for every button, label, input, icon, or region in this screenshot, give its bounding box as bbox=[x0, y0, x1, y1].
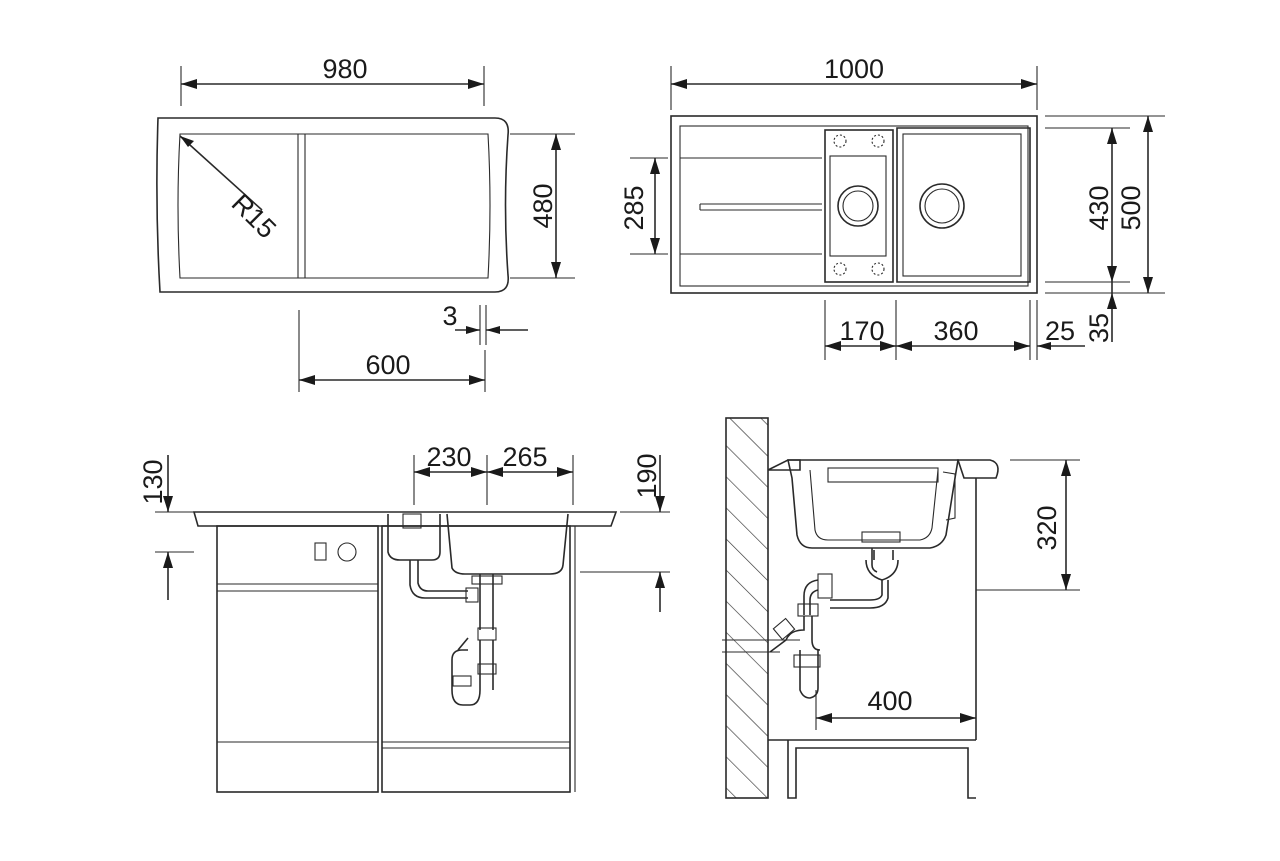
small-bowl-drain bbox=[837, 185, 879, 227]
depth-480-label: 480 bbox=[528, 183, 558, 228]
appliance-cabinet bbox=[216, 525, 379, 793]
bowl-width-360-label: 360 bbox=[933, 316, 978, 346]
bowl-depth-285-label: 285 bbox=[619, 185, 649, 230]
main-bowl-265-label: 265 bbox=[502, 442, 547, 472]
countertop bbox=[192, 511, 618, 527]
height-320-label: 320 bbox=[1032, 505, 1062, 550]
top-right-plan-view: 1000 285 430 500 35 170 bbox=[619, 54, 1165, 360]
top-left-plan-view: R15 980 480 3 600 bbox=[156, 54, 575, 392]
sink-side-section bbox=[787, 459, 959, 549]
side-elevation-view: 320 400 bbox=[722, 417, 1080, 799]
wall bbox=[725, 417, 769, 799]
radius-label: R15 bbox=[226, 188, 282, 244]
drainer-170-label: 170 bbox=[839, 316, 884, 346]
rear-edge-35-label: 35 bbox=[1084, 313, 1114, 343]
inner-outline bbox=[177, 133, 491, 279]
main-bowl-drain bbox=[919, 183, 965, 229]
small-bowl-section bbox=[387, 514, 441, 561]
inner-depth-430-label: 430 bbox=[1084, 185, 1114, 230]
depth-130-label: 130 bbox=[138, 459, 168, 504]
sink-outline bbox=[156, 117, 510, 293]
outer-depth-500-label: 500 bbox=[1116, 185, 1146, 230]
sink-frame bbox=[670, 115, 1038, 294]
wall-400-label: 400 bbox=[867, 686, 912, 716]
offset-3-label: 3 bbox=[442, 301, 457, 331]
edge-25-label: 25 bbox=[1045, 316, 1075, 346]
cutout-600-label: 600 bbox=[365, 350, 410, 380]
front-elevation-view: 230 265 130 190 bbox=[138, 442, 670, 793]
width-980-label: 980 bbox=[322, 54, 367, 84]
small-bowl-230-label: 230 bbox=[426, 442, 471, 472]
overall-190-label: 190 bbox=[632, 453, 662, 498]
sink-cabinet bbox=[381, 525, 571, 793]
width-1000-label: 1000 bbox=[824, 54, 884, 84]
main-bowl-section bbox=[446, 513, 569, 575]
